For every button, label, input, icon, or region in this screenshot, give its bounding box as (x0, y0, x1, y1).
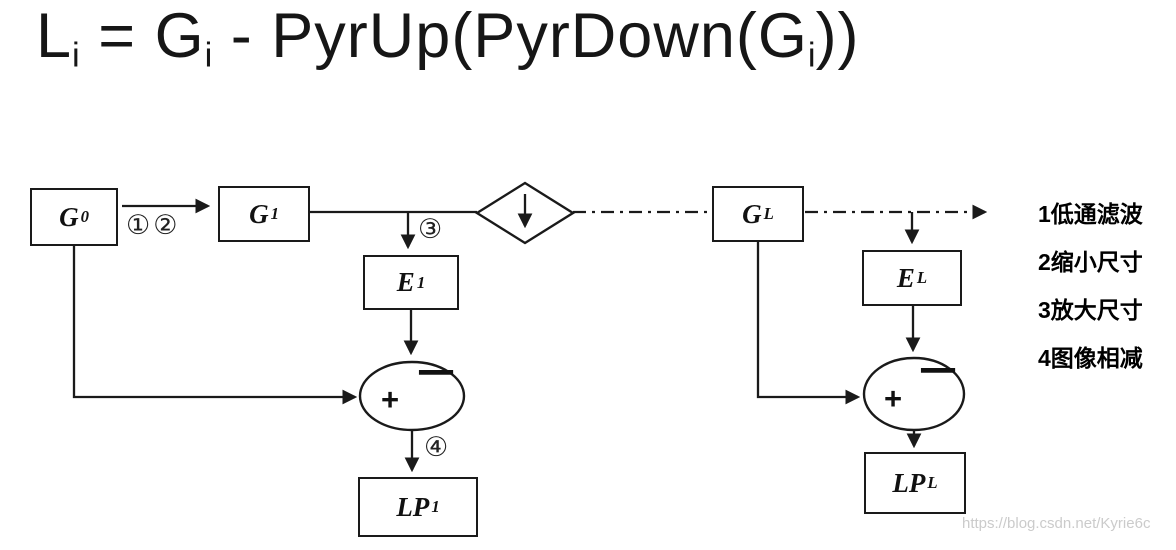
node-gl-label: G (742, 198, 762, 229)
line-g0-sum1 (72, 246, 358, 405)
formula-g-sub: i (204, 36, 213, 75)
formula-close: )) (815, 1, 860, 71)
node-lp1-label: LP (396, 491, 430, 522)
node-gl-sub: L (763, 204, 774, 223)
formula-lhs: L (36, 1, 73, 71)
node-lpl-label: LP (892, 467, 926, 498)
sum2-plus-sign: + (884, 381, 903, 416)
node-el-label: E (896, 262, 915, 293)
formula-pyr: PyrUp(PyrDown(G (271, 1, 808, 71)
node-lpl-sub: L (927, 473, 938, 492)
step-marker-3: ③ (418, 214, 446, 245)
node-g1-sub: 1 (270, 204, 279, 223)
step-marker-4: ④ (424, 432, 452, 463)
node-lp1-sub: 1 (431, 497, 440, 516)
sum1-minus-sign: − (416, 348, 456, 397)
legend-item-enlarge: 3放大尺寸 (1038, 297, 1143, 323)
step-markers-1-2: ①② (126, 210, 181, 241)
node-e1-label: E (396, 267, 415, 297)
formula-minus: - (212, 1, 272, 71)
formula-lhs-sub: i (72, 36, 80, 75)
legend-item-subtract: 4图像相减 (1038, 345, 1143, 371)
node-g1-label: G (249, 198, 269, 229)
sum1-plus-sign: + (381, 382, 400, 417)
formula-pyr-sub: i (807, 36, 816, 75)
formula-equals: = (79, 1, 155, 71)
node-g0-sub: 0 (80, 207, 89, 226)
formula-title: Li = Gi - PyrUp(PyrDown(Gi)) (36, 0, 860, 76)
legend-item-lowpass: 1低通滤波 (1038, 201, 1143, 227)
node-g0-label: G (59, 201, 79, 232)
formula-g: G (154, 1, 205, 71)
legend-item-shrink: 2缩小尺寸 (1038, 249, 1143, 275)
sum2-minus-sign: − (918, 346, 958, 395)
legend: 1低通滤波 2缩小尺寸 3放大尺寸 4图像相减 (1038, 190, 1143, 382)
line-gl-sum2 (756, 242, 861, 405)
node-el-sub: L (916, 268, 928, 287)
node-e1-sub: 1 (416, 272, 426, 292)
watermark-url: https://blog.csdn.net/Kyrie6c (962, 515, 1151, 532)
